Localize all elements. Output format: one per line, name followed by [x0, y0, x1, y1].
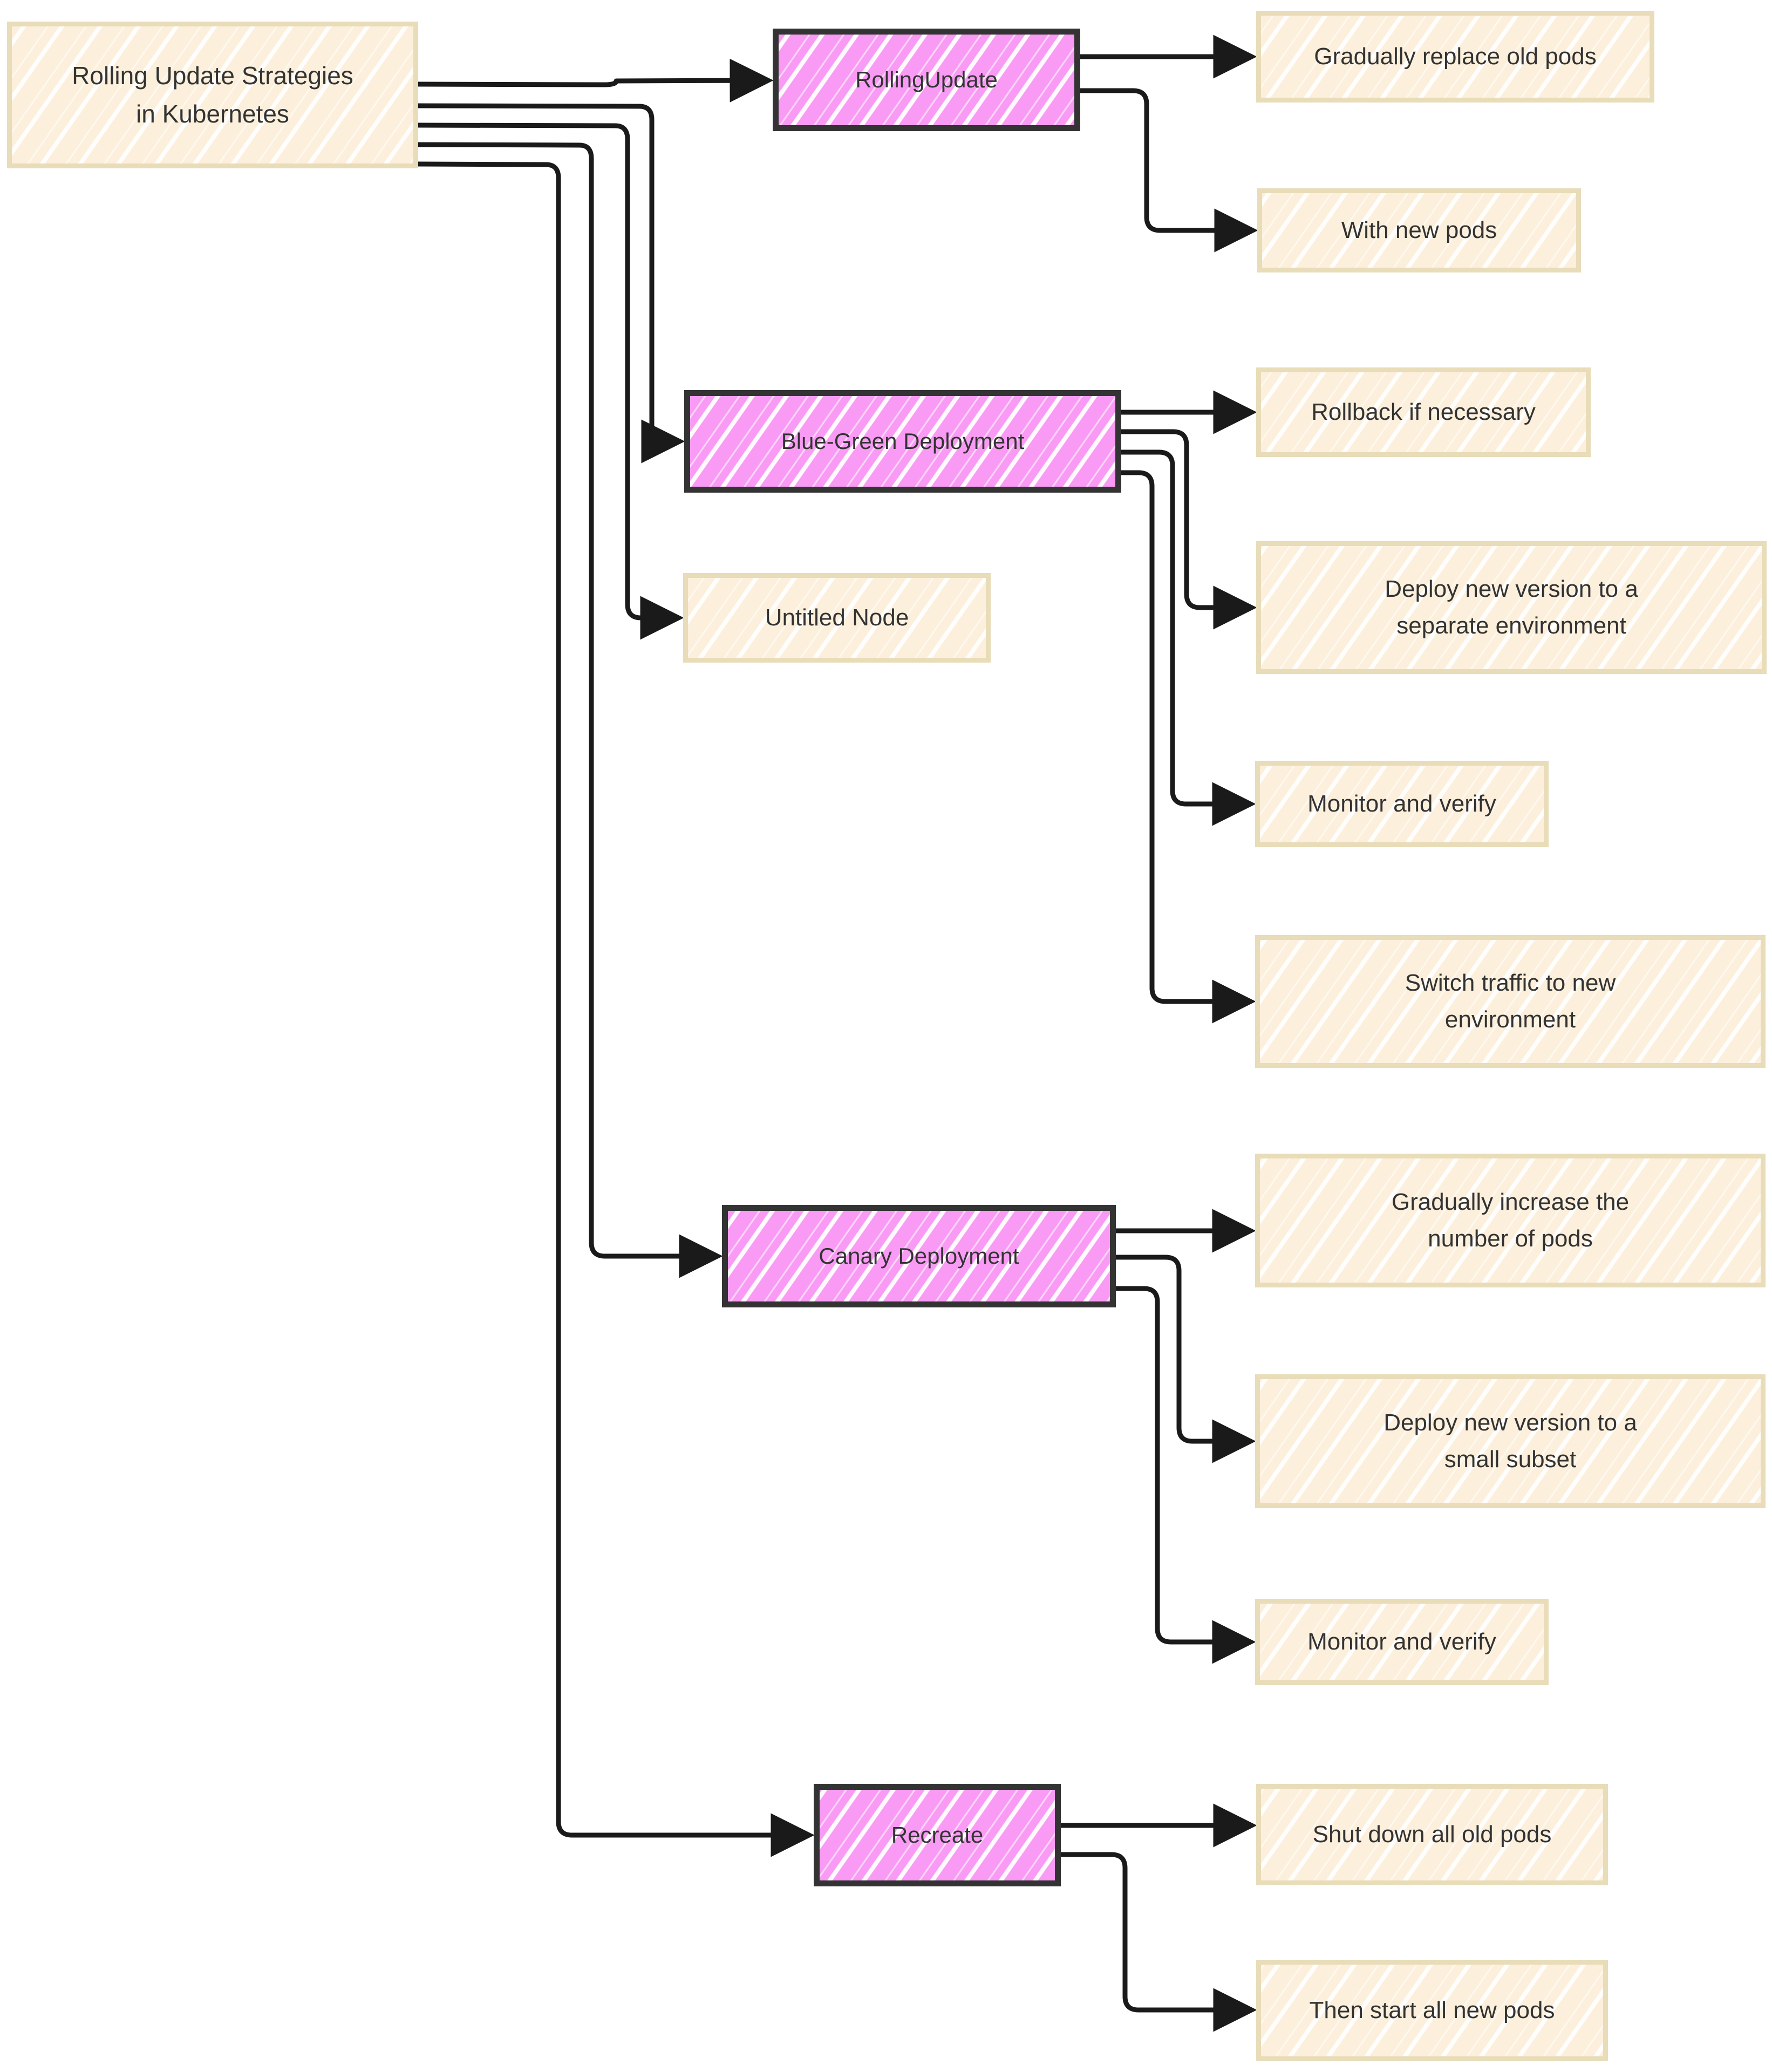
- node-shut-down-all-old-pods-label: Shut down all old pods: [1312, 1821, 1552, 1848]
- node-rollback-if-necessary[interactable]: Rollback if necessary: [1256, 367, 1591, 457]
- node-with-new-pods-label: With new pods: [1341, 216, 1497, 243]
- node-deploy-small-subset-label: Deploy new version to a small subset: [1383, 1409, 1637, 1473]
- node-deploy-small-subset[interactable]: Deploy new version to a small subset: [1255, 1374, 1766, 1508]
- edge-canary-to-monitor: [1113, 1286, 1256, 1664]
- edge-bluegreen-to-deploy-separate: [1119, 429, 1257, 630]
- node-blue-green-deployment-label: Blue-Green Deployment: [781, 428, 1025, 454]
- node-root[interactable]: Rolling Update Strategies in Kubernetes: [7, 22, 418, 168]
- node-blue-green-deployment[interactable]: Blue-Green Deployment: [684, 390, 1121, 493]
- node-rollback-if-necessary-label: Rollback if necessary: [1311, 398, 1536, 425]
- node-then-start-all-new-pods[interactable]: Then start all new pods: [1256, 1960, 1608, 2061]
- node-then-start-all-new-pods-label: Then start all new pods: [1309, 1996, 1555, 2023]
- edge-recreate-to-then-start: [1058, 1852, 1257, 2032]
- node-canary-deployment[interactable]: Canary Deployment: [722, 1205, 1116, 1307]
- node-gradually-increase-pods-label: Gradually increase the number of pods: [1391, 1188, 1630, 1252]
- edge-bluegreen-to-monitor: [1119, 449, 1256, 826]
- edge-root-to-rollingupdate: [415, 58, 774, 103]
- edge-root-to-canary: [415, 142, 723, 1278]
- node-untitled-label: Untitled Node: [765, 604, 909, 631]
- node-rolling-update[interactable]: RollingUpdate: [773, 29, 1080, 131]
- edge-root-to-blue-green: [415, 103, 685, 464]
- node-shut-down-all-old-pods[interactable]: Shut down all old pods: [1256, 1784, 1608, 1885]
- node-rolling-update-label: RollingUpdate: [855, 67, 998, 93]
- node-recreate-label: Recreate: [891, 1822, 984, 1848]
- node-gradually-increase-pods[interactable]: Gradually increase the number of pods: [1255, 1154, 1766, 1287]
- node-gradually-replace-old-pods-label: Gradually replace old pods: [1314, 43, 1597, 70]
- edge-bluegreen-to-switch-traffic: [1119, 470, 1256, 1024]
- node-switch-traffic-new-environment[interactable]: Switch traffic to new environment: [1255, 935, 1766, 1068]
- edge-canary-to-deploy-small-subset: [1113, 1255, 1256, 1463]
- node-monitor-and-verify-canary-label: Monitor and verify: [1307, 1628, 1496, 1655]
- node-deploy-separate-environment[interactable]: Deploy new version to a separate environ…: [1256, 541, 1767, 674]
- node-gradually-replace-old-pods[interactable]: Gradually replace old pods: [1256, 11, 1654, 103]
- node-monitor-and-verify-bluegreen-label: Monitor and verify: [1307, 790, 1496, 817]
- node-monitor-and-verify-canary[interactable]: Monitor and verify: [1255, 1599, 1549, 1685]
- node-switch-traffic-new-environment-label: Switch traffic to new environment: [1405, 969, 1616, 1033]
- node-with-new-pods[interactable]: With new pods: [1257, 188, 1581, 272]
- edge-root-to-untitled: [415, 122, 684, 640]
- edge-rollingupdate-to-with-new-pods: [1078, 88, 1258, 253]
- node-root-label: Rolling Update Strategies in Kubernetes: [72, 61, 353, 128]
- node-canary-deployment-label: Canary Deployment: [819, 1243, 1019, 1269]
- node-deploy-separate-environment-label: Deploy new version to a separate environ…: [1385, 575, 1638, 639]
- node-monitor-and-verify-bluegreen[interactable]: Monitor and verify: [1255, 761, 1549, 847]
- node-untitled[interactable]: Untitled Node: [683, 573, 991, 663]
- node-recreate[interactable]: Recreate: [814, 1784, 1061, 1886]
